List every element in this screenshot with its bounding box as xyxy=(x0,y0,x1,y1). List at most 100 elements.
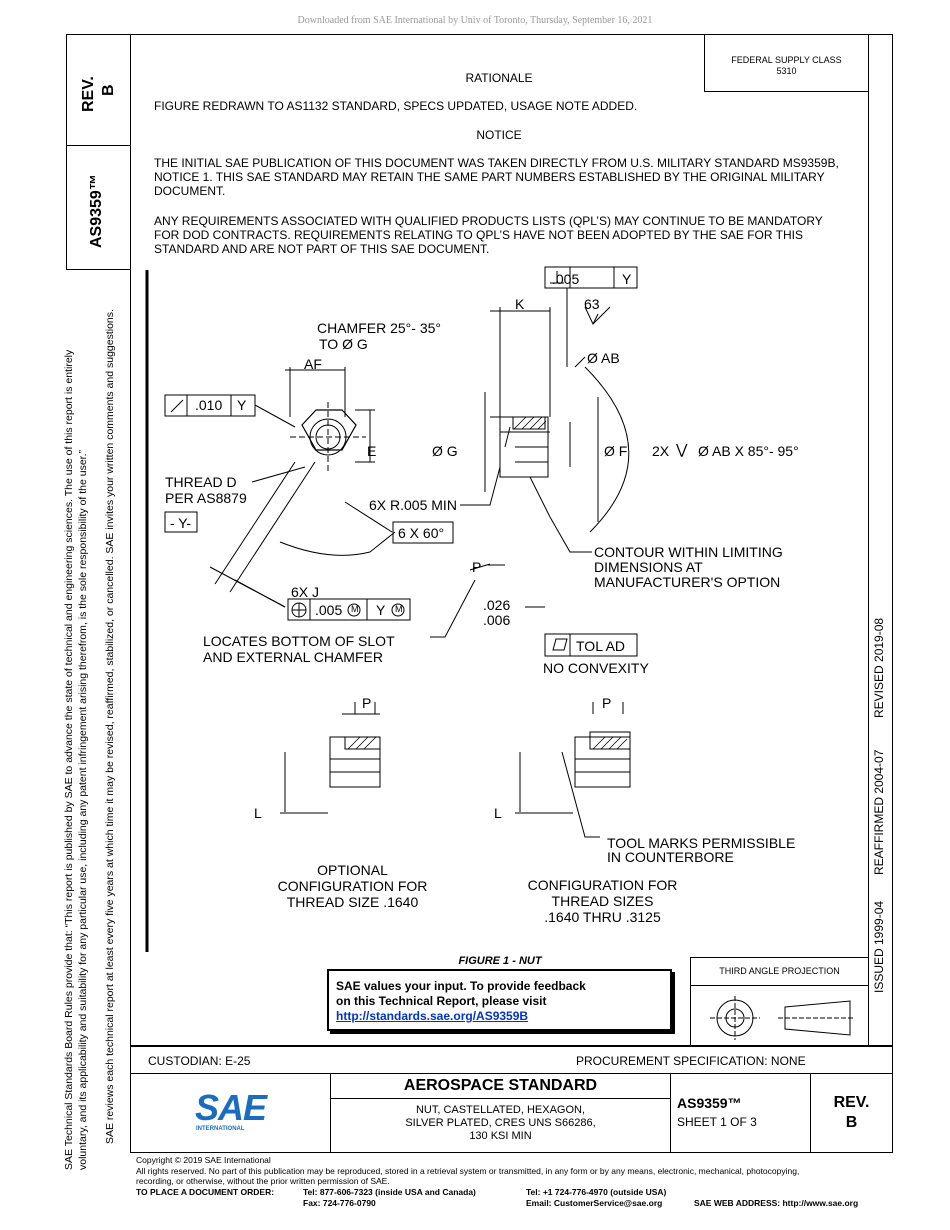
projection-symbol-icon xyxy=(710,996,855,1040)
contour-line3: MANUFACTURER'S OPTION xyxy=(594,574,781,590)
contour-line1: CONTOUR WITHIN LIMITING xyxy=(594,544,783,560)
dim-e: E xyxy=(367,443,377,459)
config-line3: .1640 THRU .3125 xyxy=(544,909,661,925)
title-div-2 xyxy=(670,1073,671,1153)
sae-logo-sub: INTERNATIONAL xyxy=(196,1126,245,1132)
tool-marks-line1: TOOL MARKS PERMISSIBLE xyxy=(607,835,796,851)
locates-line2: AND EXTERNAL CHAMFER xyxy=(203,649,383,665)
tel-us: Tel: 877-606-7323 (inside USA and Canada… xyxy=(303,1187,476,1197)
procurement: PROCUREMENT SPECIFICATION: NONE xyxy=(576,1054,806,1068)
thread-line2: PER AS8879 xyxy=(165,490,247,506)
desc-line1: NUT, CASTELLATED, HEXAGON, xyxy=(415,1104,586,1116)
feedback-line1: SAE values your input. To provide feedba… xyxy=(336,979,586,993)
footer-copyright: Copyright © 2019 SAE International All r… xyxy=(136,1155,799,1187)
sheet-number: SHEET 1 OF 3 xyxy=(677,1115,757,1129)
side-rev-value: B xyxy=(100,84,117,96)
dim-l-left: L xyxy=(254,805,262,821)
locates-line1: LOCATES BOTTOM OF SLOT xyxy=(203,633,395,649)
dim-p-left: P xyxy=(362,695,372,711)
federal-supply-class: FEDERAL SUPPLY CLASS 5310 xyxy=(704,55,869,77)
notice-p2-l2: FOR DOD CONTRACTS. REQUIREMENTS RELATING… xyxy=(154,228,804,242)
nut-drawing xyxy=(145,266,638,952)
position-datum: Y xyxy=(376,602,386,618)
runout-value: .010 xyxy=(195,397,223,413)
notice-para-2: ANY REQUIREMENTS ASSOCIATED WITH QUALIFI… xyxy=(154,214,823,256)
slot-angle: 6 X 60° xyxy=(398,525,445,541)
flatness-value: TOL AD xyxy=(576,638,626,654)
notice-para-1: THE INITIAL SAE PUBLICATION OF THIS DOCU… xyxy=(154,156,839,198)
countersink-icon: ⋁ xyxy=(676,441,688,457)
dim-p-top: P xyxy=(472,559,482,575)
ab-angle-spec: Ø AB X 85°- 95° xyxy=(698,443,799,459)
aerospace-standard: AEROSPACE STANDARD xyxy=(403,1077,598,1094)
tol-lower: .006 xyxy=(483,612,511,628)
copyright: Copyright © 2019 SAE International xyxy=(136,1155,271,1165)
side-rev-label: REV. xyxy=(80,76,97,112)
title-row xyxy=(130,1073,893,1153)
dim-l-right: L xyxy=(494,805,502,821)
part-description: NUT, CASTELLATED, HEXAGON, SILVER PLATED… xyxy=(330,1104,671,1143)
federal-line2: 5310 xyxy=(776,66,797,76)
dim-k: K xyxy=(515,296,525,312)
config-thread-sizes: CONFIGURATION FOR THREAD SIZES .1640 THR… xyxy=(515,877,690,925)
optional-line2: CONFIGURATION FOR xyxy=(277,878,428,894)
title-div-3 xyxy=(810,1073,811,1153)
config-line1: CONFIGURATION FOR xyxy=(527,877,678,893)
side-doc-number: AS9359™ xyxy=(88,174,105,248)
dim-p-right: P xyxy=(602,695,612,711)
desc-line2: SILVER PLATED, CRES UNS S66286, xyxy=(405,1117,596,1129)
side-legal-1: SAE Technical Standards Board Rules prov… xyxy=(63,349,75,1170)
projection-divider xyxy=(690,985,869,986)
ab-angle-count: 2X xyxy=(652,443,670,459)
projection-label: THIRD ANGLE PROJECTION xyxy=(719,966,840,976)
order-label: TO PLACE A DOCUMENT ORDER: xyxy=(136,1187,275,1197)
contour-line2: DIMENSIONS AT xyxy=(594,559,703,575)
doc-number: AS9359™ xyxy=(677,1095,742,1111)
side-legal-3: SAE reviews each technical report at lea… xyxy=(104,309,116,1144)
figure-caption: FIGURE 1 - NUT xyxy=(458,955,542,967)
rights-line2: recording, or otherwise, without the pri… xyxy=(136,1176,390,1186)
rev-side-box xyxy=(66,34,131,146)
tol-upper: .026 xyxy=(483,597,511,613)
thread-line1: THREAD D xyxy=(165,474,237,490)
optional-line1: OPTIONAL xyxy=(317,862,388,878)
feedback-line2: on this Technical Report, please visit xyxy=(336,994,547,1008)
optional-config: OPTIONAL CONFIGURATION FOR THREAD SIZE .… xyxy=(270,862,435,910)
notice-p2-l1: ANY REQUIREMENTS ASSOCIATED WITH QUALIFI… xyxy=(154,214,823,228)
feedback-link[interactable]: http://standards.sae.org/AS9359B xyxy=(336,1009,529,1023)
tool-marks-line2: IN COUNTERBORE xyxy=(607,849,734,865)
chamfer-line1: CHAMFER 25°- 35° xyxy=(317,320,442,336)
fax: Fax: 724-776-0790 xyxy=(303,1198,376,1208)
sae-logo: SAE xyxy=(195,1087,267,1128)
web-address: SAE WEB ADDRESS: http://www.sae.org xyxy=(694,1198,859,1208)
rev-label: REV. xyxy=(833,1094,870,1111)
download-note: Downloaded from SAE International by Uni… xyxy=(297,15,653,26)
projection-box xyxy=(690,957,869,1046)
position-mod-1: M xyxy=(351,604,359,614)
perp-tol-datum: Y xyxy=(622,271,632,287)
tel-outside: Tel: +1 724-776-4970 (outside USA) xyxy=(526,1187,667,1197)
position-value: .005 xyxy=(315,602,343,618)
issued-date: ISSUED 1999-04 xyxy=(872,900,886,993)
notice-p1-l3: DOCUMENT. xyxy=(154,184,226,198)
rationale-text: FIGURE REDRAWN TO AS1132 STANDARD, SPECS… xyxy=(154,99,638,113)
revised-date: REVISED 2019-08 xyxy=(872,617,886,718)
surface-finish: 63 xyxy=(584,296,600,312)
side-legal-2: voluntary, and its applicability and sui… xyxy=(77,449,89,1170)
notice-p1-l1: THE INITIAL SAE PUBLICATION OF THIS DOCU… xyxy=(154,156,839,170)
rev-value: B xyxy=(845,1114,858,1131)
dim-dia-g: Ø G xyxy=(432,443,458,459)
runout-datum: Y xyxy=(237,397,247,413)
dim-af: AF xyxy=(304,356,322,372)
email: Email: CustomerService@sae.org xyxy=(526,1198,663,1208)
notice-p1-l2: NOTICE 1. THIS SAE STANDARD MAY RETAIN T… xyxy=(154,170,825,184)
chamfer-line2: TO Ø G xyxy=(319,336,368,352)
title-div-1 xyxy=(330,1073,331,1153)
radius-min: 6X R.005 MIN xyxy=(369,497,457,513)
title-div-h xyxy=(330,1098,671,1099)
rights-line1: All rights reserved. No part of this pub… xyxy=(136,1165,800,1176)
six-x-j: 6X J xyxy=(291,584,320,600)
perp-tol-value: .005 xyxy=(552,271,580,287)
feedback-box: SAE values your input. To provide feedba… xyxy=(327,969,672,1031)
right-strip-line xyxy=(868,34,869,1046)
